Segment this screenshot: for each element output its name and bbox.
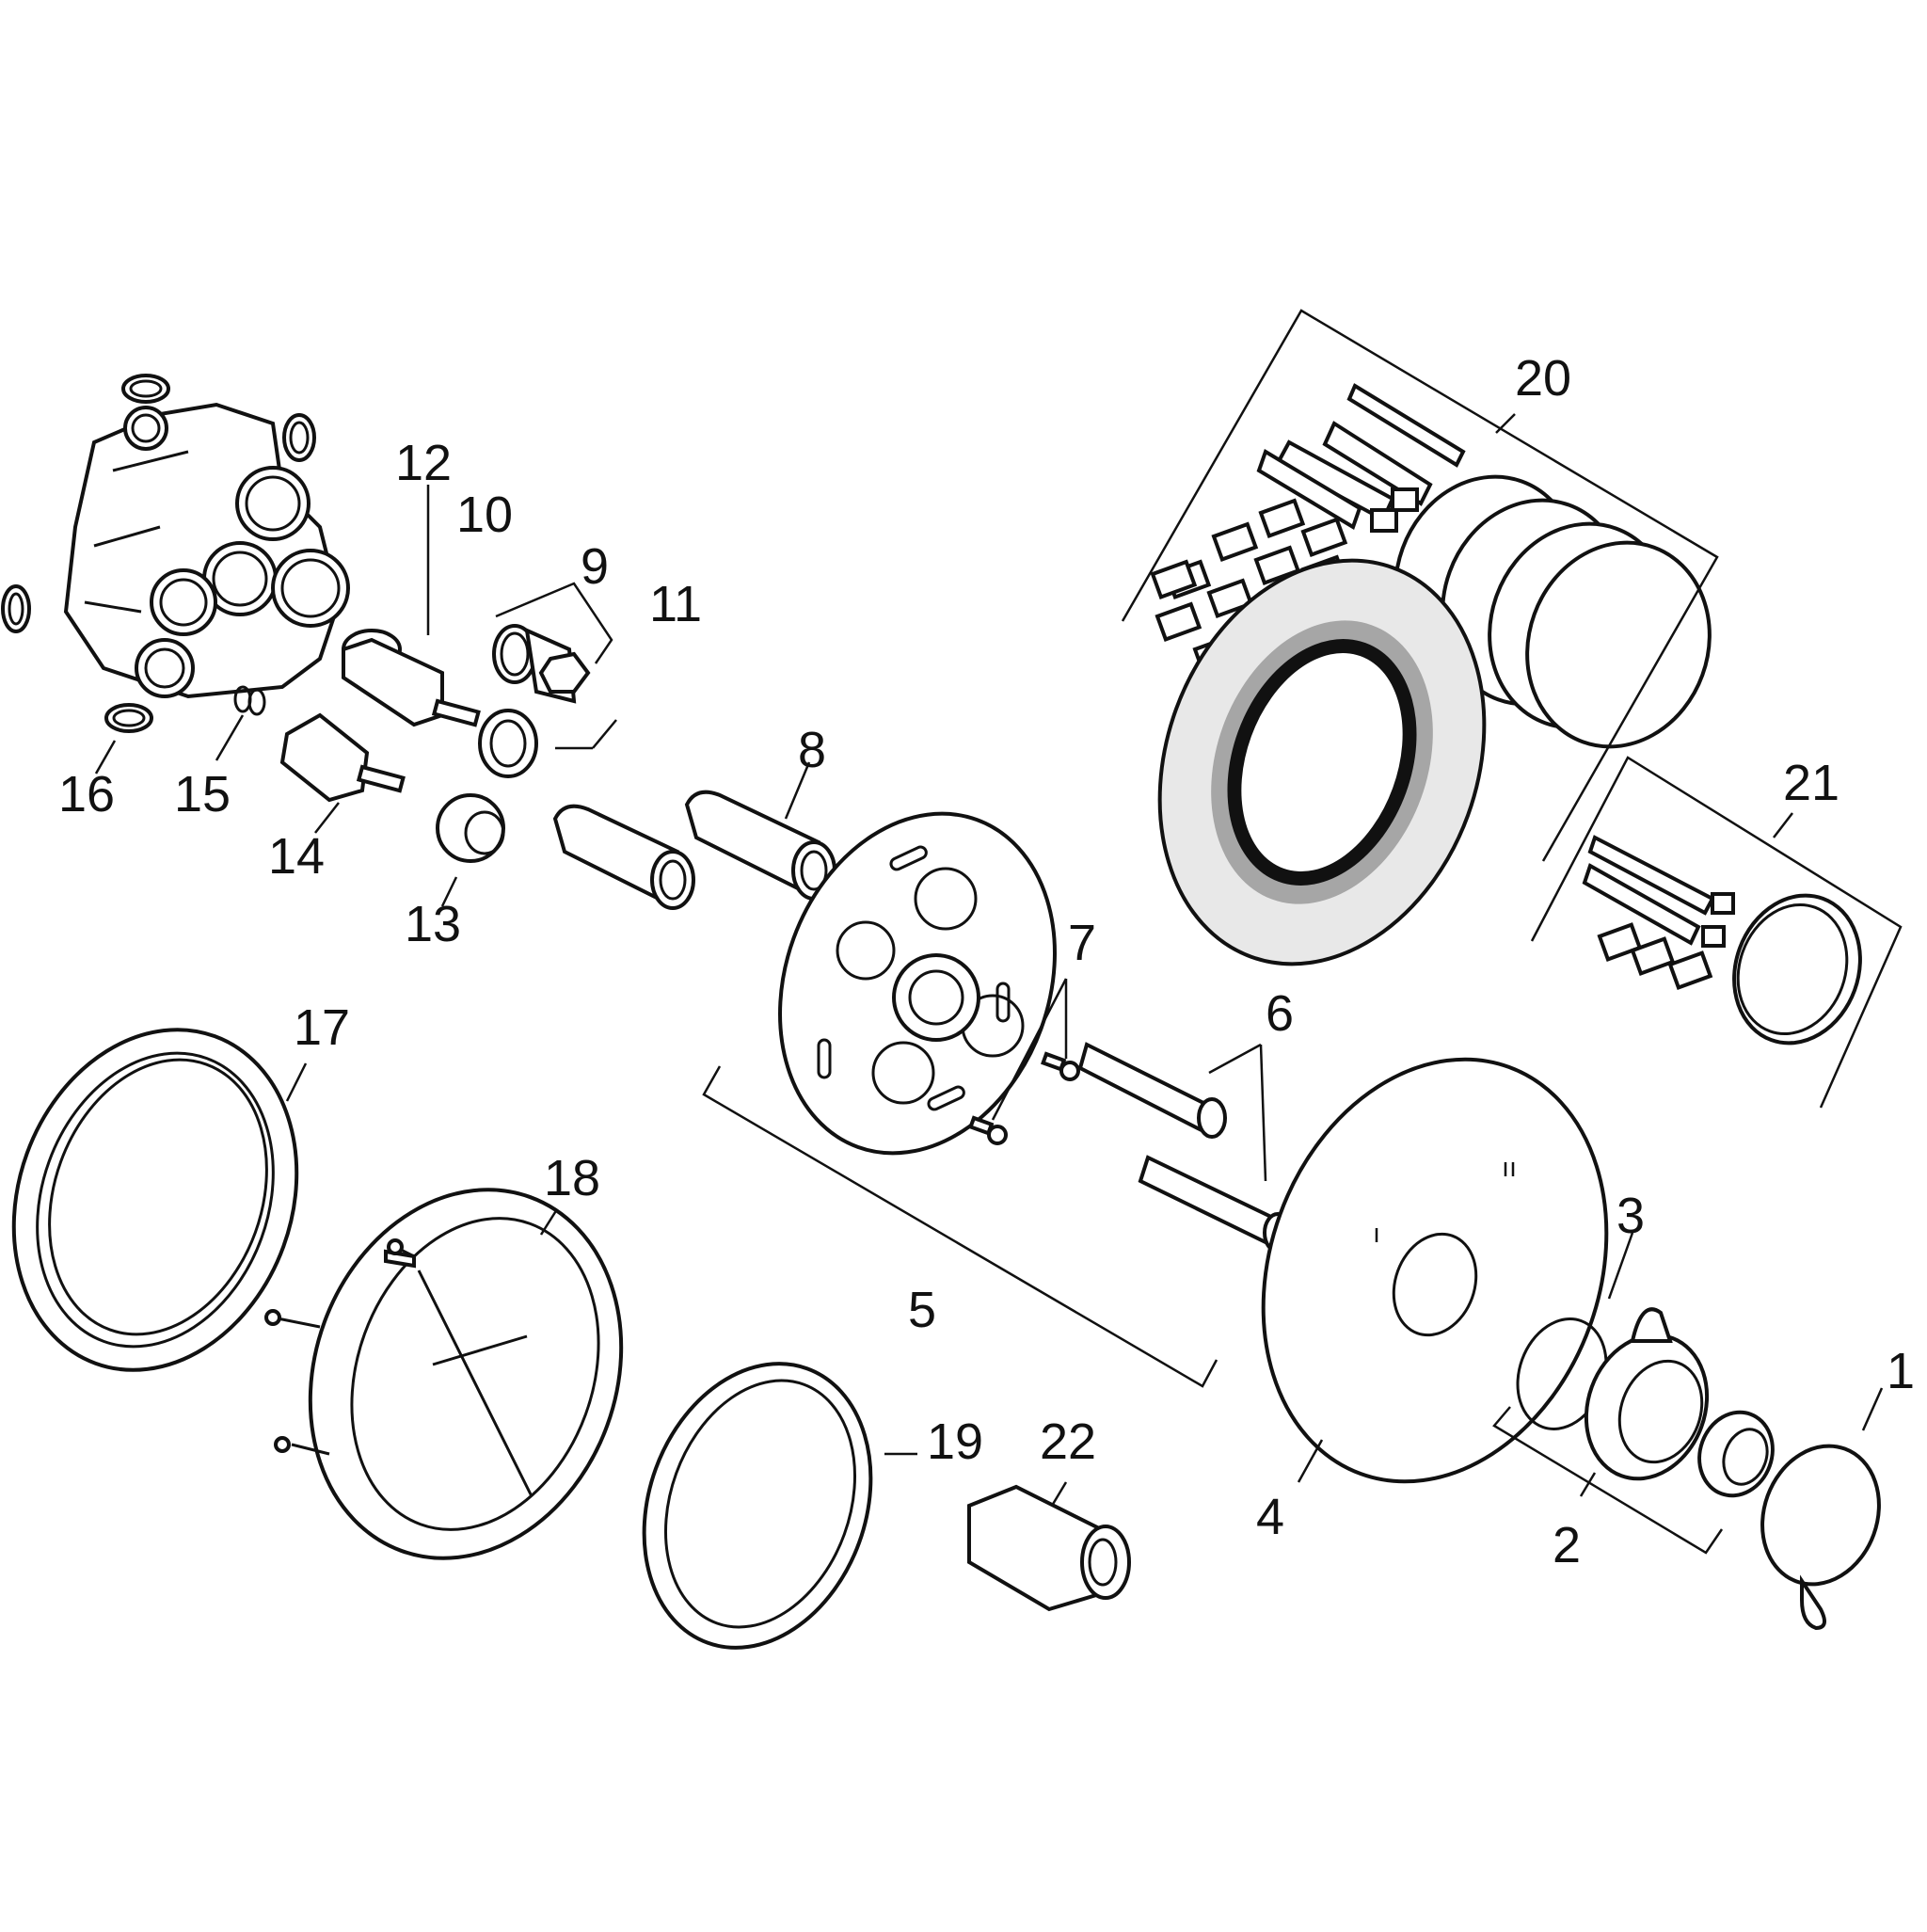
part-18-housing bbox=[264, 1188, 624, 1560]
label-22: 22 bbox=[1040, 1413, 1096, 1470]
part-11-ring bbox=[478, 709, 538, 778]
part-6-long-bolts bbox=[1077, 1042, 1293, 1253]
part-15-small-o-rings bbox=[233, 685, 266, 716]
part-16-valve-body bbox=[63, 402, 350, 699]
part-17-ring bbox=[11, 1028, 299, 1372]
label-17: 17 bbox=[294, 999, 350, 1056]
part-7-screws bbox=[968, 1051, 1080, 1145]
label-1: 1 bbox=[1887, 1343, 1915, 1399]
part-22-valve bbox=[967, 1484, 1131, 1612]
callout-labels: 1 2 3 4 5 6 7 8 9 10 11 12 13 14 15 16 1… bbox=[58, 350, 1915, 1573]
label-20: 20 bbox=[1515, 350, 1571, 407]
part-2-handle-base bbox=[1584, 1307, 1710, 1481]
part-21-bolts bbox=[1582, 835, 1735, 948]
part-8-extension-b bbox=[684, 790, 836, 901]
label-18: 18 bbox=[544, 1150, 600, 1206]
part-8-extension-a bbox=[552, 804, 695, 910]
label-14: 14 bbox=[268, 828, 325, 885]
part-5-mounting-plate bbox=[778, 811, 1057, 1156]
label-5: 5 bbox=[908, 1282, 936, 1338]
part-16-o-rings bbox=[1, 374, 316, 733]
part-20-sleeve bbox=[1393, 474, 1712, 749]
label-9: 9 bbox=[581, 538, 609, 595]
part-21-sleeve bbox=[1732, 893, 1862, 1046]
part-9-plug bbox=[524, 627, 591, 704]
label-11: 11 bbox=[649, 576, 702, 632]
part-21-clips bbox=[1597, 922, 1713, 990]
label-15: 15 bbox=[174, 766, 231, 822]
label-2: 2 bbox=[1553, 1517, 1581, 1573]
label-21: 21 bbox=[1783, 755, 1839, 811]
label-8: 8 bbox=[798, 722, 826, 778]
label-12: 12 bbox=[395, 435, 452, 491]
label-16: 16 bbox=[58, 766, 115, 822]
label-6: 6 bbox=[1266, 985, 1294, 1042]
part-19-ring bbox=[642, 1362, 873, 1650]
part-14-cartridge bbox=[279, 712, 406, 803]
part-20-bolts bbox=[1256, 383, 1466, 533]
part-1-handle-cap bbox=[1760, 1444, 1881, 1631]
label-7: 7 bbox=[1068, 915, 1096, 971]
label-4: 4 bbox=[1256, 1489, 1284, 1545]
part-20-seal-plate bbox=[1157, 558, 1487, 966]
label-3: 3 bbox=[1616, 1188, 1645, 1244]
label-10: 10 bbox=[456, 487, 513, 543]
part-12-cartridge bbox=[342, 629, 481, 727]
label-13: 13 bbox=[405, 896, 461, 952]
leader-lines bbox=[94, 309, 1903, 1555]
part-2-nut bbox=[1697, 1410, 1775, 1498]
label-19: 19 bbox=[927, 1413, 983, 1470]
part-13-nut bbox=[436, 793, 505, 863]
